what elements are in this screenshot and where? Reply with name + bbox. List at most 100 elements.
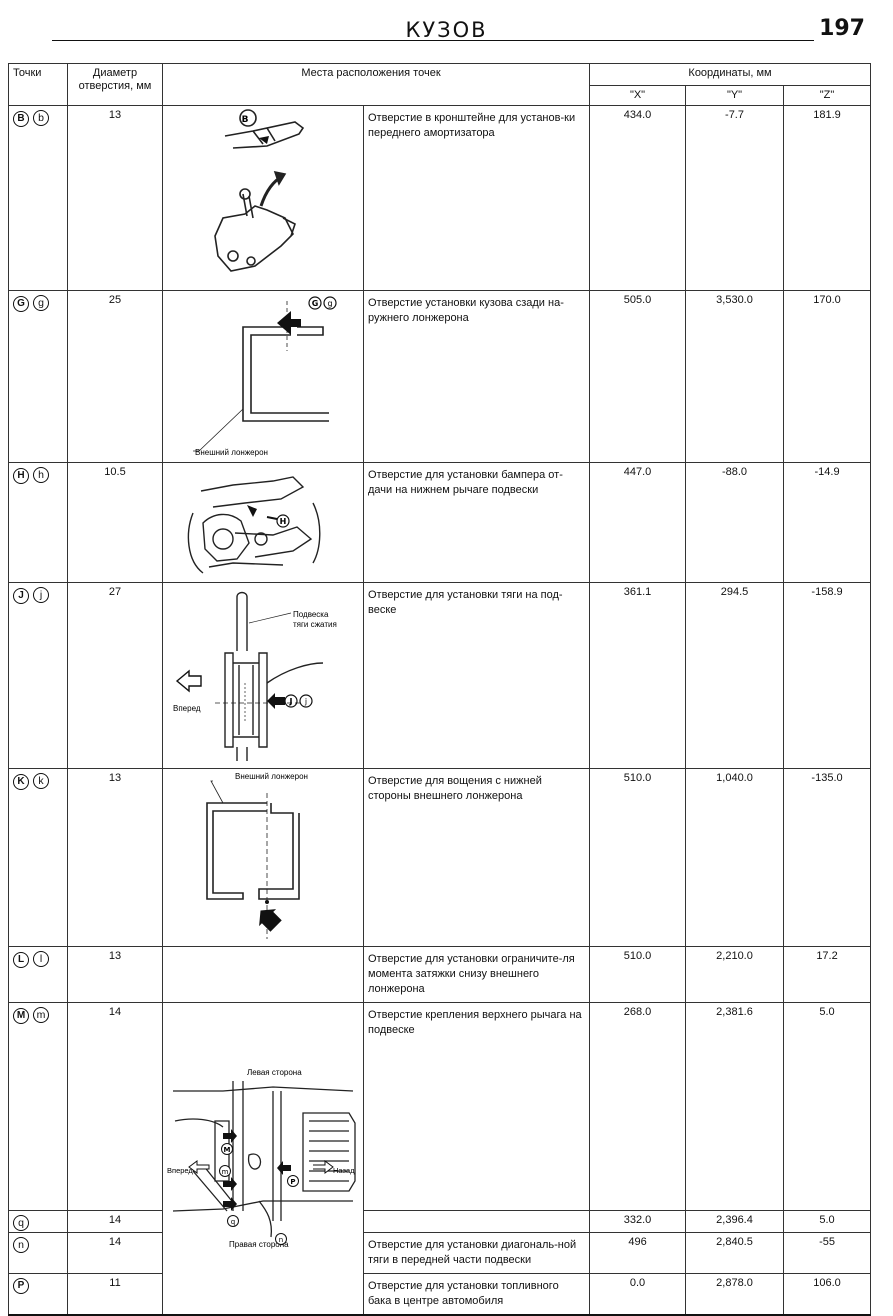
z-cell: 5.0 xyxy=(783,1210,872,1233)
svg-text:G: G xyxy=(312,299,319,308)
y-cell: 2,840.5 xyxy=(685,1232,785,1274)
point-letter-upper: L xyxy=(13,952,29,968)
z-cell: -55 xyxy=(783,1232,872,1274)
svg-text:g: g xyxy=(327,299,332,308)
description-cell xyxy=(362,1210,591,1233)
diameter-cell: 11 xyxy=(67,1273,163,1316)
description-cell: Отверстие крепления верхнего рычага на п… xyxy=(362,1002,591,1211)
col-locations: Места расположения точек xyxy=(161,63,591,106)
description-cell: Отверстие для установки тяги на под-веск… xyxy=(362,582,591,769)
z-cell: 106.0 xyxy=(783,1273,872,1316)
svg-text:M: M xyxy=(224,1146,231,1154)
col-diameter-line2: отверстия, мм xyxy=(78,80,152,92)
svg-text:m: m xyxy=(222,1168,229,1176)
x-cell: 510.0 xyxy=(589,768,687,947)
point-letter-lower: n xyxy=(13,1237,29,1253)
back-label: Назад xyxy=(333,1166,355,1175)
page-number: 197 xyxy=(819,16,865,41)
svg-text:n: n xyxy=(279,1236,283,1244)
description-cell: Отверстие для установки диагональ-ной тя… xyxy=(362,1232,591,1274)
description-cell: Отверстие для вощения с нижней стороны в… xyxy=(362,768,591,947)
col-diameter-line1: Диаметр xyxy=(92,67,138,79)
svg-text:H: H xyxy=(280,517,287,526)
diameter-cell: 13 xyxy=(67,946,163,1003)
col-diameter: Диаметр отверстия, мм xyxy=(67,63,163,106)
svg-text:P: P xyxy=(290,1178,295,1186)
y-cell: -88.0 xyxy=(685,462,785,583)
diameter-cell: 13 xyxy=(67,768,163,947)
point-letter-lower: g xyxy=(33,295,49,311)
col-points: Точки xyxy=(8,63,68,106)
x-cell: 434.0 xyxy=(589,105,687,291)
outer-frame-section-figure: Внешний лонжерон xyxy=(206,772,308,939)
arrow-forward-icon xyxy=(175,669,202,693)
x-cell: 361.1 xyxy=(589,582,687,769)
z-cell: 181.9 xyxy=(783,105,872,291)
point-letter-upper: P xyxy=(13,1278,29,1294)
table-row: q 14 332.0 2,396.4 5.0 xyxy=(8,1210,872,1233)
svg-text:J: J xyxy=(289,697,293,706)
y-cell: 2,381.6 xyxy=(685,1002,785,1211)
figure-cell: Левая сторона Правая сторона Вперед Наза… xyxy=(162,1002,364,1316)
diameter-cell: 13 xyxy=(67,105,163,291)
point-id: P xyxy=(8,1273,68,1316)
z-cell: 17.2 xyxy=(783,946,872,1003)
description-cell: Отверстие для установки топливного бака … xyxy=(362,1273,591,1316)
point-letter-upper: J xyxy=(13,588,29,604)
diameter-cell: 10.5 xyxy=(67,462,163,583)
header-rule xyxy=(52,40,814,41)
svg-text:B: B xyxy=(242,115,249,125)
col-locations-label: Места расположения точек xyxy=(301,67,441,79)
point-id: q xyxy=(8,1210,68,1233)
diameter-cell: 14 xyxy=(67,1210,163,1233)
point-letter-lower: b xyxy=(33,110,49,126)
point-letter-upper: H xyxy=(13,468,29,484)
point-letter-lower: m xyxy=(33,1007,49,1023)
point-letter-upper: K xyxy=(13,774,29,790)
figure-cell: B xyxy=(162,105,364,291)
forward-label: Вперед xyxy=(167,1166,193,1175)
table-row: P 11 Отверстие для установки топливного … xyxy=(8,1273,872,1316)
y-cell: 1,040.0 xyxy=(685,768,785,947)
x-cell: 496 xyxy=(589,1232,687,1274)
point-letter-upper: G xyxy=(13,296,29,312)
col-z: "Z" xyxy=(783,85,872,106)
description-cell: Отверстие в кронштейне для установ-ки пе… xyxy=(362,105,591,291)
z-cell: -14.9 xyxy=(783,462,872,583)
outer-frame-label: Внешний лонжерон xyxy=(235,772,308,781)
figure-cell: Внешний лонжерон xyxy=(162,768,364,947)
y-cell: 2,210.0 xyxy=(685,946,785,1003)
point-letter-lower: l xyxy=(33,951,49,967)
x-cell: 505.0 xyxy=(589,290,687,463)
forward-label: Вперед xyxy=(173,704,201,713)
z-cell: 170.0 xyxy=(783,290,872,463)
arrow-back-icon xyxy=(313,1159,334,1174)
col-coords: Координаты, мм xyxy=(589,63,872,86)
figure-cell: H xyxy=(162,462,364,583)
lower-arm-bumper-figure: H xyxy=(187,476,321,574)
point-id: n xyxy=(8,1232,68,1274)
col-x: "X" xyxy=(589,85,687,106)
figure-cell xyxy=(162,946,364,1003)
x-cell: 268.0 xyxy=(589,1002,687,1211)
diameter-cell: 14 xyxy=(67,1232,163,1274)
z-cell: 5.0 xyxy=(783,1002,872,1211)
figure-cell: Подвеска тяги сжатия Вперед J j xyxy=(162,582,364,769)
strut-label-1: Подвеска xyxy=(293,610,329,619)
description-cell: Отверстие установки кузова сзади на-ружн… xyxy=(362,290,591,463)
point-letter-lower: j xyxy=(33,587,49,603)
strut-rod-figure: Подвеска тяги сжатия Вперед J j xyxy=(173,591,337,761)
y-cell: 2,396.4 xyxy=(685,1210,785,1233)
y-cell: 2,878.0 xyxy=(685,1273,785,1316)
diameter-cell: 27 xyxy=(67,582,163,769)
